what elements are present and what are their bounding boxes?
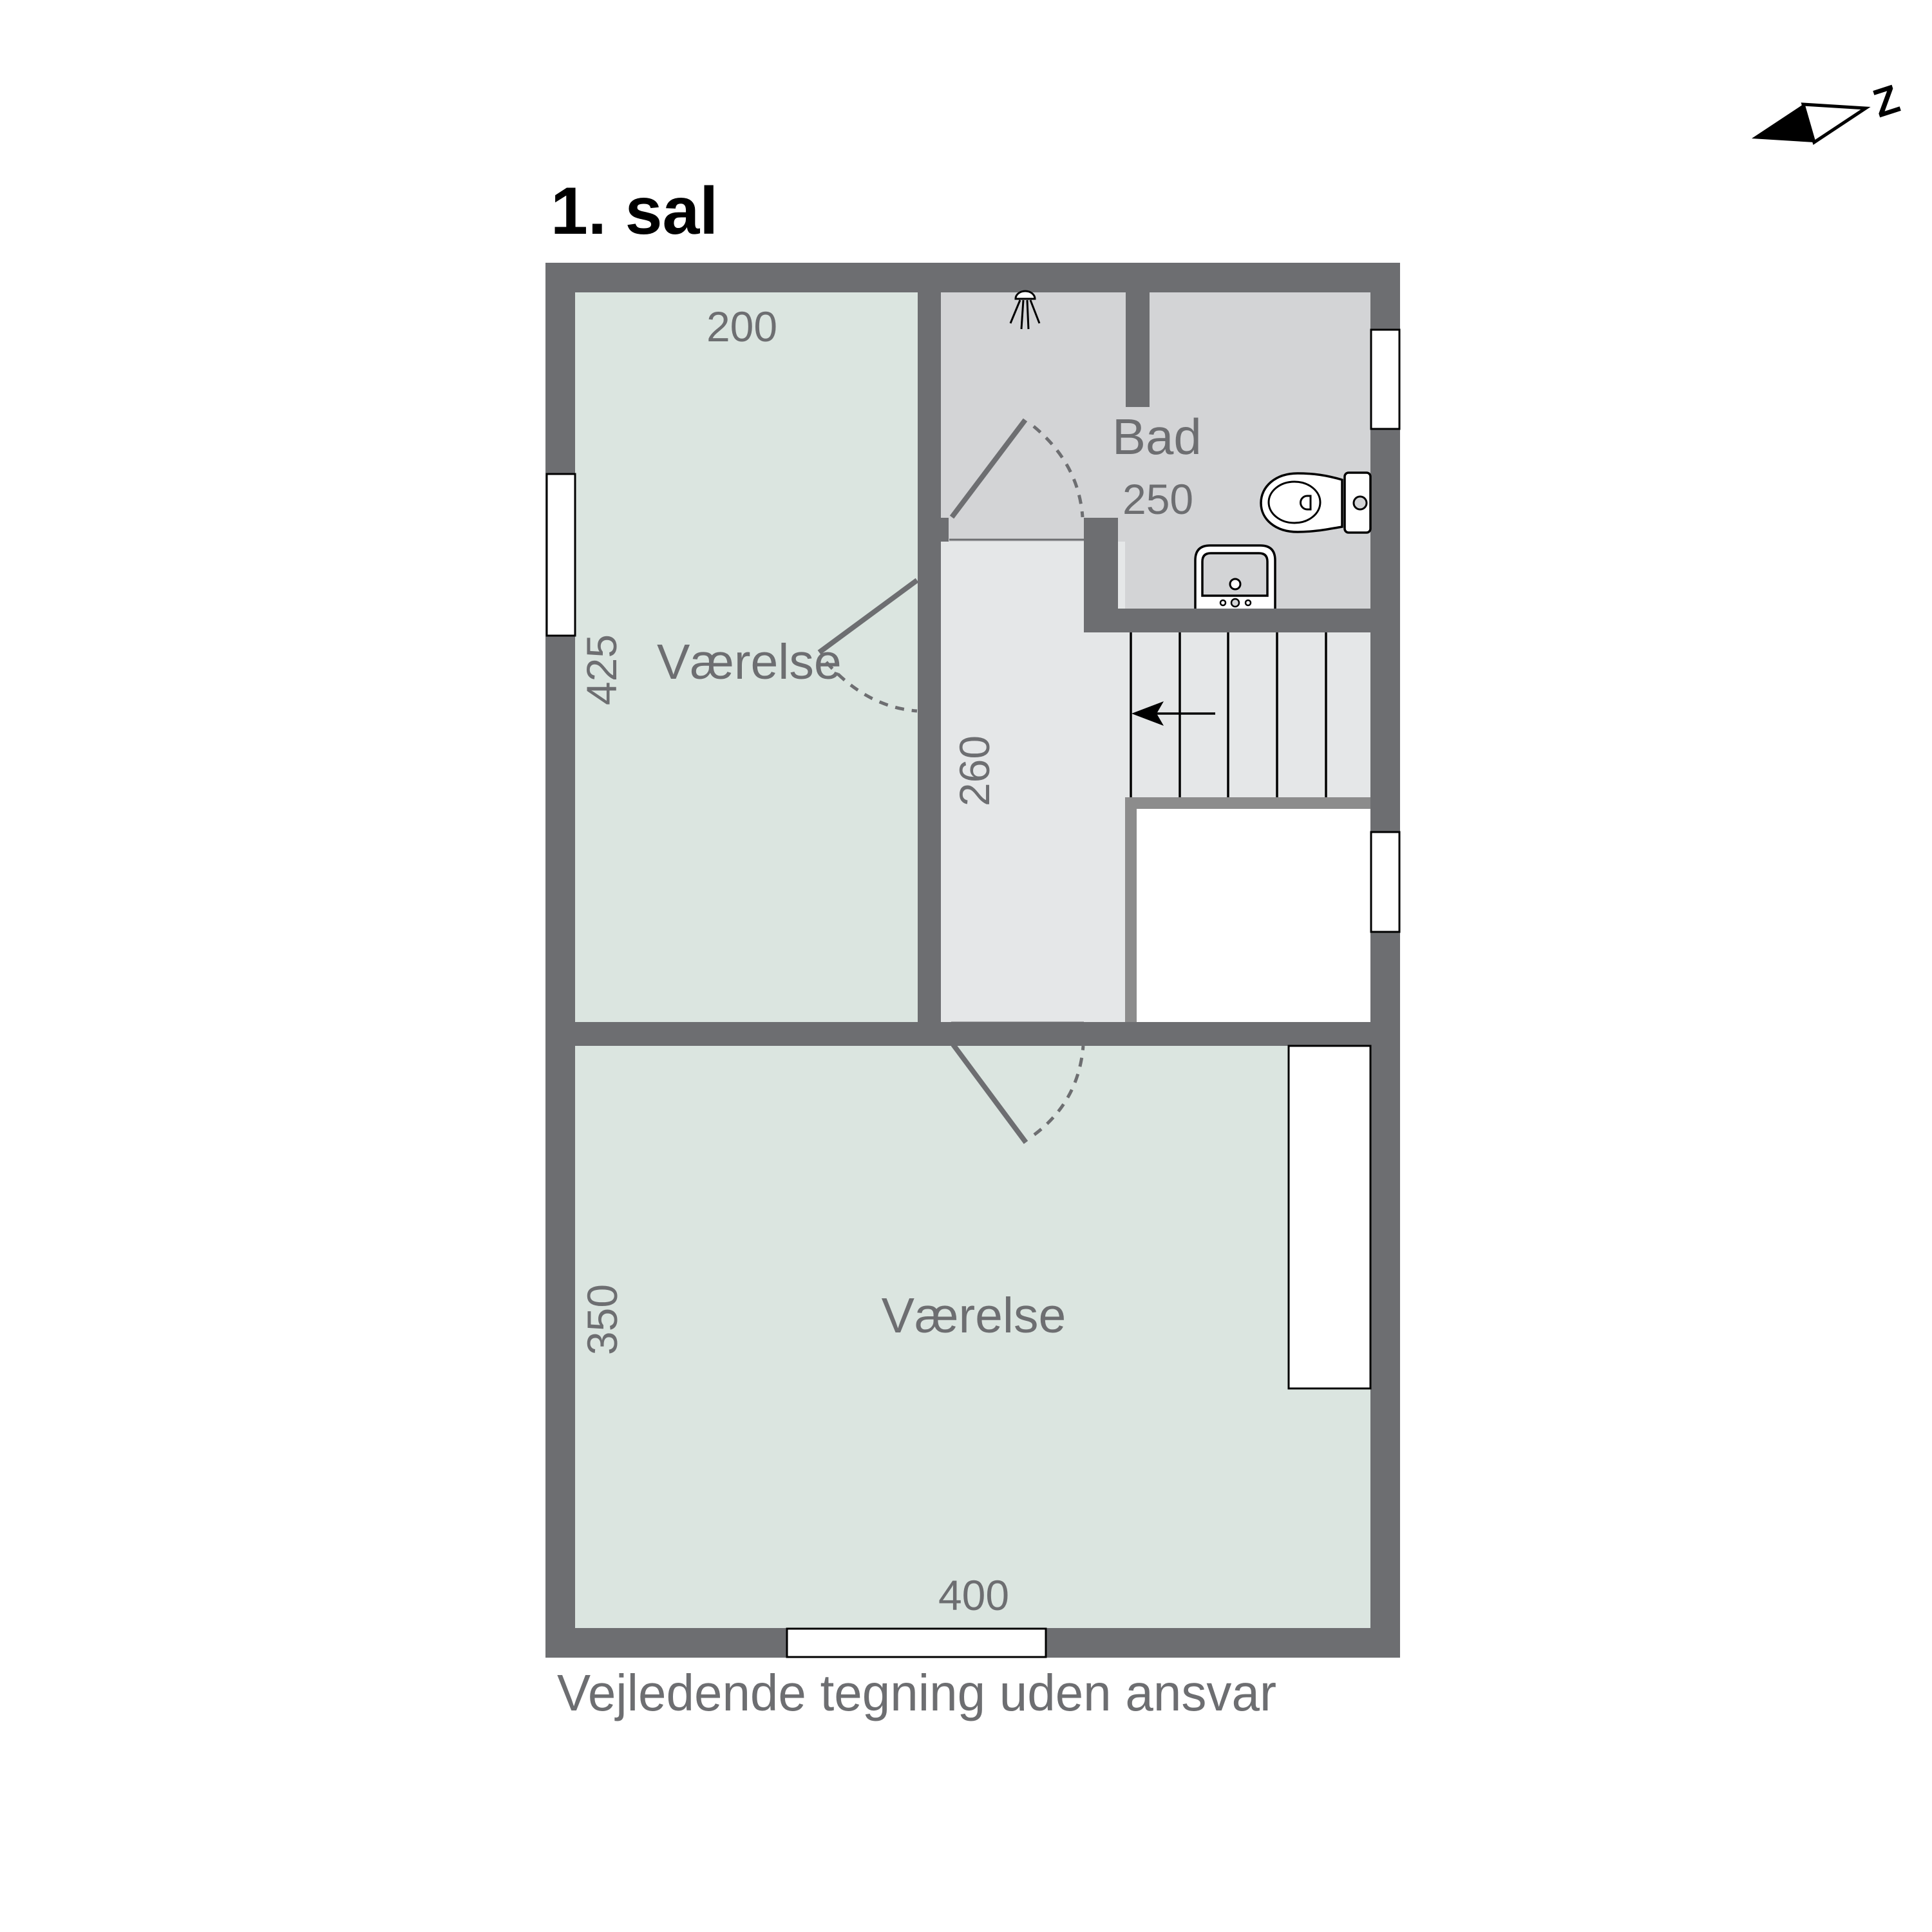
wall-bedroom-hall [918,713,941,1022]
window-south [786,1627,1047,1658]
north-arrow-icon: Z [1752,77,1905,145]
bath-door-stub-left [941,518,949,542]
door-bedroom-lower[interactable] [951,1021,1085,1144]
stair-treads [1130,632,1327,797]
sink-icon [1194,544,1276,609]
bathroom-name: Bad [1112,408,1202,465]
closet [1287,1045,1372,1390]
wall-shower-partition [1126,292,1150,407]
bedroom-upper-length: 425 [578,634,625,705]
floor-title: 1. sal [551,174,718,249]
void-rail-top [1125,797,1370,809]
window-stair [1370,831,1401,933]
bathroom-dimension: 250 [1122,475,1193,523]
toilet-icon [1260,471,1372,534]
window-bath [1370,328,1401,430]
wall-bedroom-bath [918,292,941,578]
void-rail-left [1125,797,1137,1022]
stair-direction-arrow-icon [1132,701,1215,726]
room-bedroom-lower [575,1046,1370,1628]
stair-void [1125,797,1370,1022]
door-bathroom[interactable] [949,418,1084,541]
disclaimer-text: Vejledende tegning uden ansvar [557,1664,1276,1721]
hallway-dimension: 260 [951,735,998,806]
bedroom-upper-width: 200 [706,303,777,350]
compass-label: Z [1868,77,1905,126]
bedroom-lower-length: 350 [578,1284,626,1355]
shower-icon [1009,290,1041,330]
wall-middle-left [575,1022,950,1046]
bedroom-lower-width: 400 [938,1571,1009,1619]
wall-bath-stairs [1094,609,1370,632]
bedroom-lower-name: Værelse [882,1288,1066,1343]
bedroom-upper-name: Værelse [657,634,842,690]
wall-middle-right [1084,1022,1370,1046]
door-bedroom-upper[interactable] [817,578,941,713]
staircase [1125,632,1370,797]
window-west-upper [545,473,576,637]
room-bedroom-upper [575,292,918,1022]
